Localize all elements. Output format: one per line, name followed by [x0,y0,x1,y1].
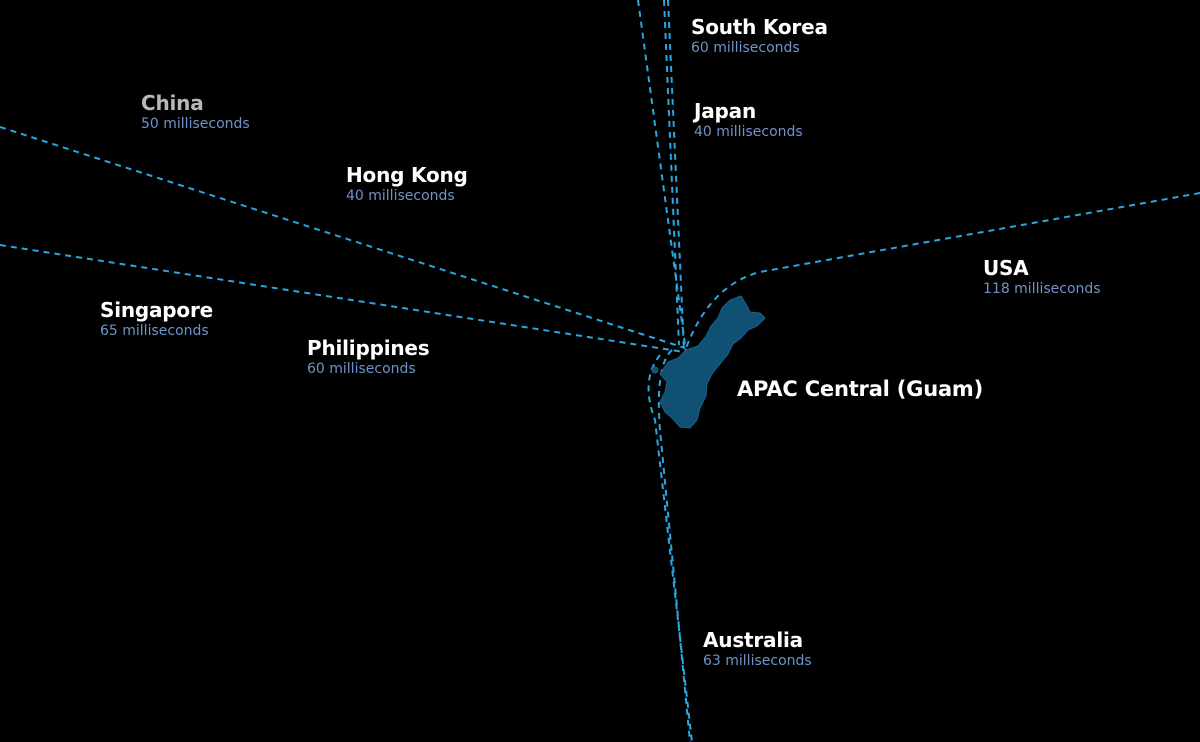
location-name: Japan [694,99,756,123]
location-south-korea: South Korea 60 milliseconds [691,16,828,57]
route-south-korea-b [667,0,685,351]
location-australia: Australia 63 milliseconds [703,629,812,670]
location-name: Australia [703,628,803,652]
location-latency: 60 milliseconds [307,361,416,377]
location-latency: 40 milliseconds [694,124,803,140]
location-latency: 50 milliseconds [141,116,250,132]
route-japan [663,0,680,346]
location-latency: 63 milliseconds [703,653,812,669]
route-singapore [0,244,685,353]
route-china [0,126,686,349]
location-name: USA [983,256,1029,280]
guam-island [659,295,766,429]
location-latency: 40 milliseconds [346,188,455,204]
location-name: Hong Kong [346,163,468,187]
location-latency: 60 milliseconds [691,40,800,56]
location-name: South Korea [691,15,828,39]
hub-label: APAC Central (Guam) [737,377,984,401]
location-name: China [141,91,204,115]
location-hong-kong: Hong Kong 40 milliseconds [346,164,468,205]
route-australia-a [647,354,693,742]
location-usa: USA 118 milliseconds [983,257,1101,298]
location-name: Philippines [307,336,430,360]
location-latency: 118 milliseconds [983,281,1101,297]
route-usa [685,192,1200,349]
guam-islet [651,366,659,374]
location-philippines: Philippines 60 milliseconds [307,336,430,378]
location-latency: 65 milliseconds [100,323,209,339]
location-name: Singapore [100,298,213,322]
route-australia-b [657,349,691,742]
location-japan: Japan 40 milliseconds [694,100,803,141]
location-china: China 50 milliseconds [141,92,250,133]
location-singapore: Singapore 65 milliseconds [100,299,213,340]
route-south-korea-a [637,0,687,353]
